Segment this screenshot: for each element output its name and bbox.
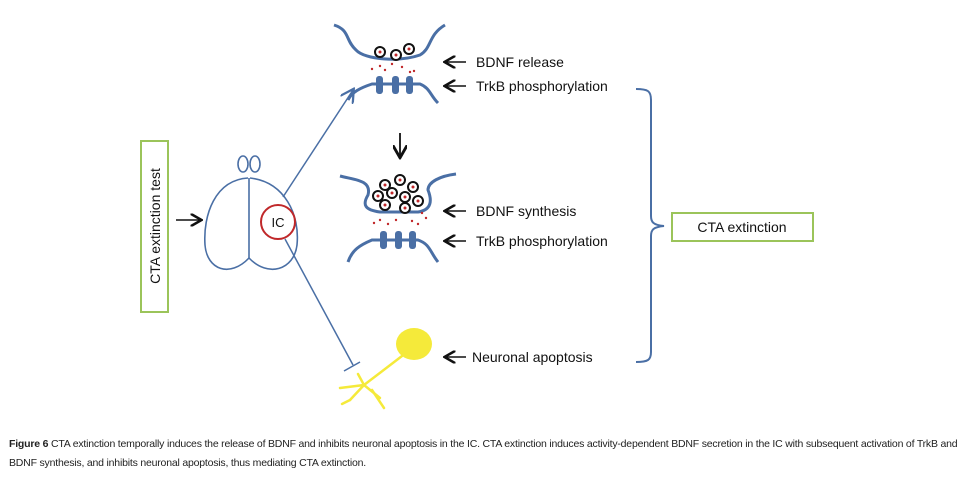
ic-inhibits-neuron-line: [284, 238, 361, 372]
cta-extinction-label: CTA extinction: [697, 219, 786, 235]
synapse-release: [333, 23, 446, 105]
neuronal-apoptosis-label: Neuronal apoptosis: [472, 349, 593, 365]
mechanism-diagram: CTA extinction test IC: [140, 23, 814, 410]
bdnf-release-label: BDNF release: [476, 54, 564, 70]
trkb-phosphorylation-label-1: TrkB phosphorylation: [476, 78, 608, 94]
figure-label: Figure 6: [9, 438, 49, 450]
cta-extinction-test-label: CTA extinction test: [147, 168, 163, 284]
bdnf-synthesis-label: BDNF synthesis: [476, 203, 576, 219]
ic-to-synapse-arrow: [282, 90, 353, 198]
cta-extinction-box: CTA extinction: [671, 212, 814, 242]
caption-text: CTA extinction temporally induces the re…: [9, 438, 958, 469]
trkb-phosphorylation-label-2: TrkB phosphorylation: [476, 233, 608, 249]
ic-region-marker: IC: [260, 204, 296, 240]
figure-caption: Figure 6 CTA extinction temporally induc…: [9, 435, 959, 473]
brain-icon: [204, 155, 299, 270]
neuron-icon: [338, 328, 432, 410]
grouping-brace: [635, 88, 665, 363]
synapse-synthesis: [339, 172, 457, 263]
cta-extinction-test-box: CTA extinction test: [140, 140, 169, 313]
ic-label: IC: [272, 215, 285, 230]
